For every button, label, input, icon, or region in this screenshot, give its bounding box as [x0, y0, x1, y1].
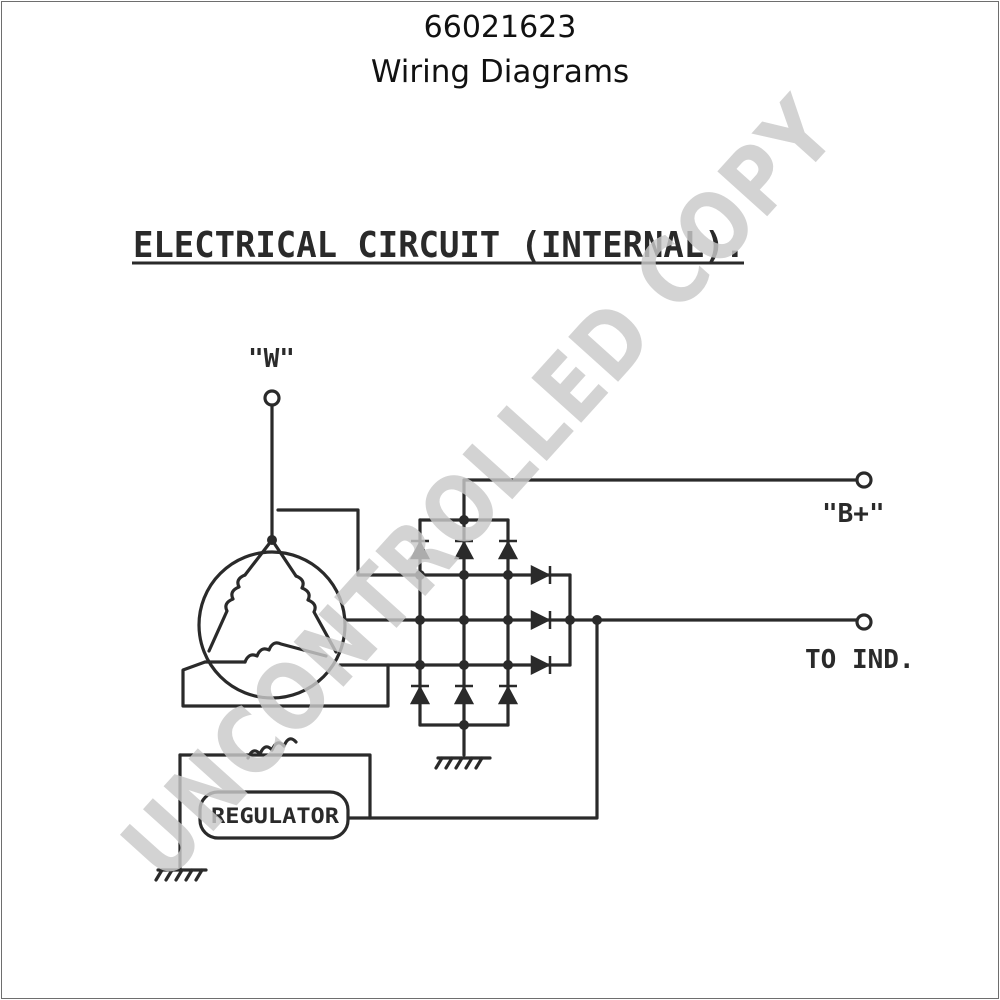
page-subtitle: Wiring Diagrams — [370, 54, 630, 90]
phase-lead-1 — [276, 508, 422, 577]
uncontrolled-copy-watermark: UNCONTROLLED COPY — [102, 78, 857, 900]
w-terminal-label: "W" — [248, 344, 295, 374]
part-number: 66021623 — [423, 10, 577, 45]
field-coil — [246, 737, 298, 760]
diodes — [409, 539, 552, 705]
indicator-terminal — [855, 613, 873, 631]
regulator-label: REGULATOR — [211, 804, 339, 828]
w-terminal — [263, 389, 281, 407]
rectifier-ground-symbol — [434, 756, 492, 770]
stator-winding-circle — [197, 550, 347, 700]
regulator-field-line — [178, 753, 372, 820]
junction-dots — [267, 515, 602, 730]
regulator-sense-line — [346, 618, 599, 820]
diagram-heading: ELECTRICAL CIRCUIT (INTERNAL). — [133, 225, 745, 266]
regulator-box — [198, 790, 350, 840]
field-return-loop — [181, 660, 390, 708]
indicator-label: TO IND. — [805, 645, 915, 675]
b-plus-label: "B+" — [822, 499, 885, 529]
regulator-ground-symbol — [154, 868, 208, 882]
b-plus-line — [462, 478, 860, 522]
b-plus-terminal — [855, 471, 873, 489]
stator-star-windings — [203, 538, 338, 664]
